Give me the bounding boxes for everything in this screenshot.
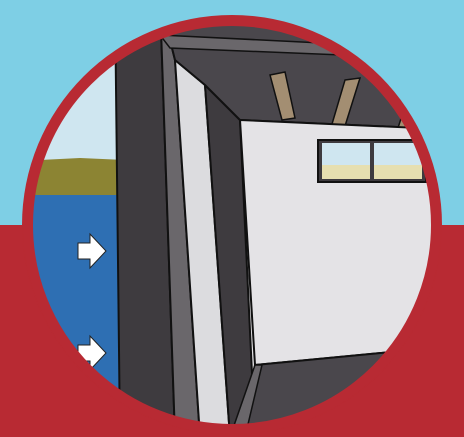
illustration-stage [0, 0, 464, 437]
flood-wall-illustration [0, 0, 464, 437]
